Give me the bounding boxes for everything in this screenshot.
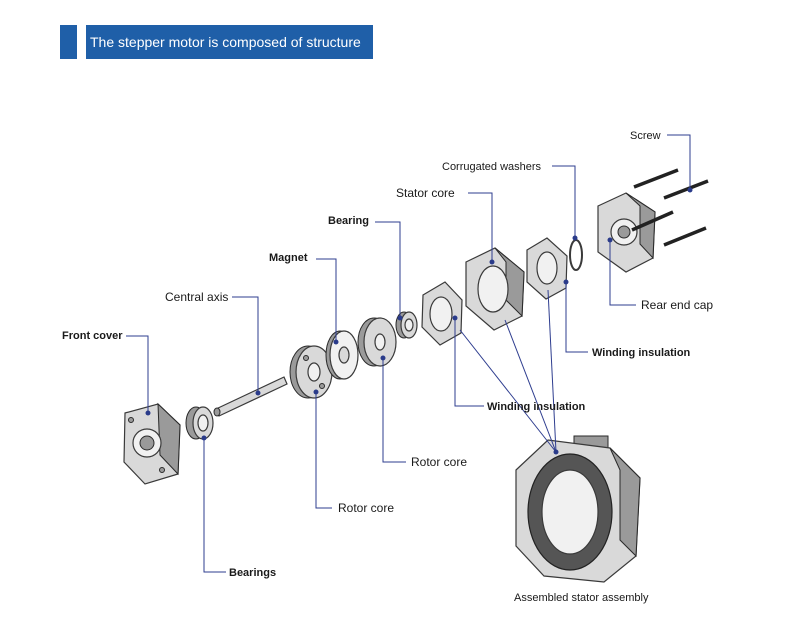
rotor-core-front-part	[289, 345, 333, 399]
central-axis-part	[213, 376, 288, 417]
label-bearings: Bearings	[229, 567, 276, 579]
screws-part	[631, 168, 709, 247]
front-bearing-part	[185, 406, 214, 440]
rotor-core-rear-part	[357, 317, 397, 367]
magnet-part	[325, 330, 359, 380]
assembled-stator-part	[515, 435, 641, 583]
label-rotor-core-lower: Rotor core	[338, 501, 394, 515]
winding-insulation-front-part	[421, 281, 463, 346]
label-central-axis: Central axis	[165, 290, 228, 304]
label-bearing: Bearing	[328, 215, 369, 227]
front-cover-part	[123, 402, 181, 485]
winding-insulation-rear-part	[526, 237, 568, 300]
label-winding-insulation-right: Winding insulation	[592, 347, 691, 359]
rear-end-cap-part	[597, 192, 656, 273]
header-accent-bar	[60, 25, 77, 59]
label-winding-insulation-center: Winding insulation	[487, 401, 586, 413]
label-screw: Screw	[630, 130, 661, 142]
page-title: The stepper motor is composed of structu…	[86, 25, 373, 59]
label-front-cover: Front cover	[62, 330, 123, 342]
label-stator-core: Stator core	[396, 186, 455, 200]
label-assembled-stator: Assembled stator assembly	[514, 592, 649, 604]
label-rear-end-cap: Rear end cap	[641, 298, 713, 312]
label-magnet: Magnet	[269, 252, 308, 264]
label-rotor-core-upper: Rotor core	[411, 455, 467, 469]
label-corrugated-washers: Corrugated washers	[442, 161, 542, 173]
stator-core-part	[465, 247, 525, 331]
corrugated-washer-part	[569, 239, 583, 271]
